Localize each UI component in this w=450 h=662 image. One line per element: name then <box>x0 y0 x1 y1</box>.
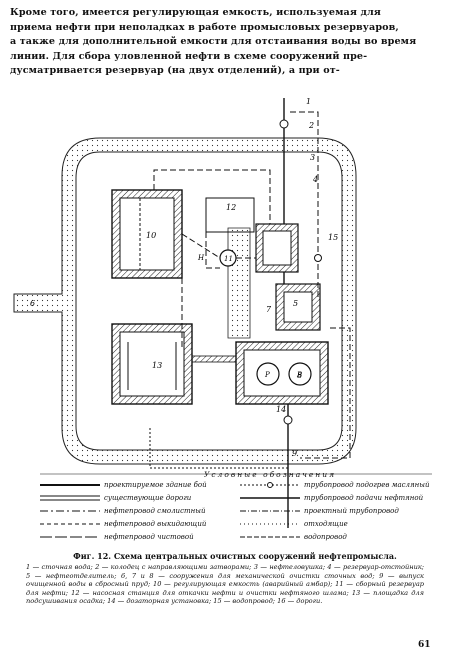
legend-symbol <box>40 523 100 525</box>
settling-tank-4 <box>255 223 299 273</box>
legend-label: нефтепровод чистовой <box>104 533 194 541</box>
legend-item: нефтепровод смолистный <box>40 506 205 516</box>
legend-symbol <box>240 497 300 499</box>
outer-road <box>13 137 357 465</box>
legend-symbol <box>240 536 300 538</box>
legend-item: нефтепровод чистовой <box>40 532 194 542</box>
legend-item: трубопровод подачи нефтяной <box>240 493 423 503</box>
legend-label: нефтепровод выкидающий <box>104 520 207 528</box>
label-9: 9 <box>292 449 297 458</box>
legend-symbol <box>40 495 100 501</box>
valve-15 <box>314 254 322 262</box>
legend: проектируемое здание бой существующие до… <box>40 480 432 546</box>
legend-label: существующие дороги <box>104 494 192 502</box>
page-number: 61 <box>418 640 431 650</box>
legend-symbol <box>40 536 100 538</box>
label-7: 7 <box>266 305 272 314</box>
legend-title: Условные обозначения <box>203 470 337 479</box>
label-4: 4 <box>312 175 318 184</box>
legend-item: нефтепровод выкидающий <box>40 519 206 529</box>
legend-label: трубопровод подачи нефтяной <box>304 494 424 502</box>
label-11: 11 <box>224 255 233 263</box>
overflow-line <box>149 428 290 469</box>
figure-caption-title: Фиг. 12. Схема центральных очистных соор… <box>73 551 397 561</box>
label-5: 5 <box>293 299 298 308</box>
separator-5 <box>275 283 321 331</box>
figure-caption-text: 1 — сточная вода; 2 — колодец с направля… <box>26 563 424 606</box>
pipe-network <box>153 111 351 459</box>
label-2: 2 <box>308 121 314 130</box>
legend-item: трубопровод подогрев масляный <box>240 480 429 490</box>
label-12: 12 <box>226 203 236 212</box>
label-V: В <box>296 371 302 379</box>
legend-label: нефтепровод смолистный <box>104 507 206 515</box>
legend-symbol <box>240 523 300 525</box>
intro-line: дусматривается резервуар (на двух отделе… <box>10 65 340 77</box>
label-10: 10 <box>146 231 156 240</box>
label-3: 3 <box>310 153 315 162</box>
pump-station-12 <box>235 341 329 405</box>
well-2 <box>279 119 289 129</box>
label-1: 1 <box>306 98 311 106</box>
drying-pad-13 <box>111 323 193 405</box>
legend-symbol <box>240 482 300 488</box>
intro-line: а также для дополнительной емкости для о… <box>10 36 417 48</box>
main-pipe <box>283 98 289 528</box>
reservoir-12-box <box>205 197 255 233</box>
legend-label: проектный трубопровод <box>304 507 399 515</box>
legend-label: проектируемое здание бой <box>104 481 207 489</box>
road-branch-west <box>14 293 62 313</box>
label-15: 15 <box>328 233 338 242</box>
label-H: Н <box>197 254 205 262</box>
label-13: 13 <box>152 361 162 370</box>
inner-road <box>227 227 251 339</box>
legend-item: существующие дороги <box>40 493 191 503</box>
legend-item: проектный трубопровод <box>240 506 399 516</box>
label-R: Р <box>264 371 270 379</box>
legend-item: отходящие <box>240 519 348 529</box>
legend-label: трубопровод подогрев масляный <box>304 481 430 489</box>
intro-line: приема нефти при неполадках в работе про… <box>10 21 399 33</box>
intro-line: Кроме того, имеется регулирующая емкость… <box>10 7 381 18</box>
intro-line: линии. Для сбора уловленной нефти в схем… <box>10 50 368 62</box>
intro-paragraph: Кроме того, имеется регулирующая емкость… <box>10 6 422 79</box>
legend-symbol <box>40 484 100 486</box>
label-8: 8 <box>297 371 302 380</box>
valve-9 <box>283 415 293 425</box>
legend-label: отходящие <box>304 520 348 528</box>
legend-symbol <box>40 510 100 512</box>
site-plan-figure: 1 2 3 4 5 7 8 9 10 11 12 13 14 15 Р В Н … <box>13 98 432 528</box>
legend-item: проектируемое здание бой <box>40 480 207 490</box>
conduit <box>191 355 237 363</box>
label-14: 14 <box>276 405 286 414</box>
legend-symbol <box>240 510 300 512</box>
label-6: 6 <box>30 299 35 308</box>
legend-item: водопровод <box>240 532 347 542</box>
legend-label: водопровод <box>304 533 347 541</box>
